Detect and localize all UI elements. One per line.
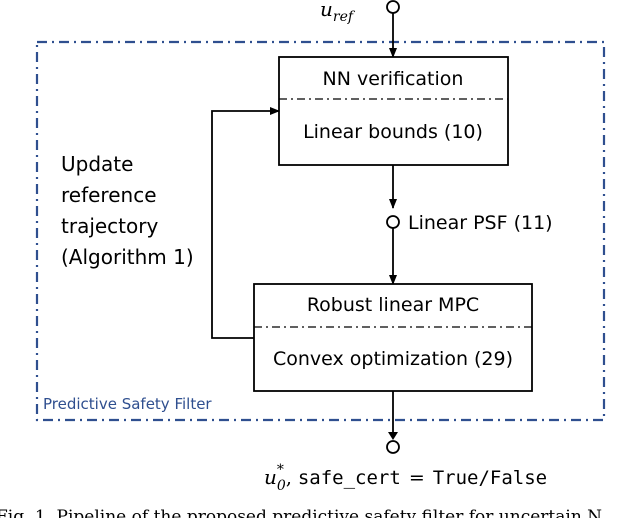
predictive-safety-filter-container — [35, 40, 606, 422]
output-arrowhead — [388, 432, 398, 440]
robust-mpc-block — [253, 283, 533, 392]
nn-verification-block — [278, 56, 509, 166]
feedback-line-4: (Algorithm 1) — [61, 245, 194, 269]
robust-mpc-header: Robust linear MPC — [307, 294, 479, 316]
input-node — [386, 0, 400, 14]
figure-caption: Fig. 1. Pipeline of the proposed predict… — [0, 507, 602, 518]
feedback-line-3: trajectory — [61, 214, 158, 238]
input-u-ref-label: uref — [320, 0, 356, 25]
feedback-loop-arrow — [211, 107, 280, 339]
output-node — [386, 440, 400, 454]
output-label: u*0,safe_cert=True/False — [264, 462, 547, 494]
container-label: Predictive Safety Filter — [43, 395, 212, 413]
linear-psf-label: Linear PSF (11) — [408, 212, 553, 234]
nn-verification-header: NN verification — [323, 68, 464, 90]
feedback-line-2: reference — [61, 183, 157, 207]
linear-bounds-text: Linear bounds (10) — [303, 121, 483, 143]
convex-optimization-text: Convex optimization (29) — [273, 348, 513, 370]
feedback-line-1: Update — [61, 152, 133, 176]
linear-psf-node — [386, 215, 400, 229]
